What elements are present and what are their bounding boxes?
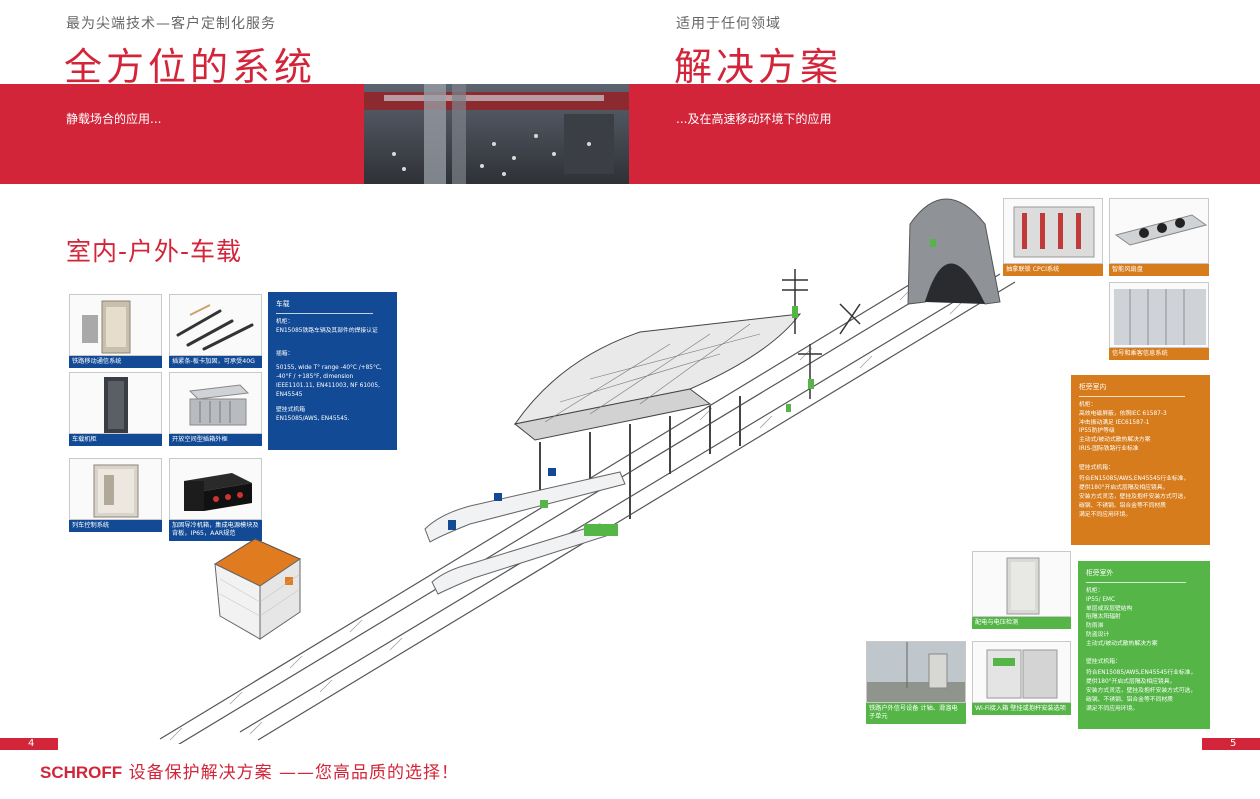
outdoor-panel: 柜旁室外 机柜： IP55/ EMC 单层或双层壁结构 阻隔太阳辐射 防雨淋 防…: [1078, 561, 1210, 729]
vehicle-heading: 车载: [276, 300, 290, 308]
station-photo: [364, 84, 629, 184]
outdoor-line: 单层或双层壁结构: [1086, 605, 1133, 612]
cpci-system-image: [1003, 198, 1103, 264]
indoor-panel: 柜旁室内 机柜： 高效电磁屏蔽，依照IEC 61587-3 冲击振动满足 IEC…: [1071, 375, 1210, 545]
outdoor-line: 防雨淋: [1086, 623, 1104, 630]
indoor-wall-line: 提供180°开启式层隔及相应镜具，: [1079, 485, 1169, 492]
product-card: 信号和乘客信息系统: [1109, 282, 1209, 361]
indoor-heading: 柜旁室内: [1079, 383, 1107, 391]
outdoor-wall-heading: 壁挂式机箱：: [1086, 659, 1121, 666]
vehicle-wall-text: EN15085/AWS, EN45545.: [276, 416, 350, 423]
footer-slogan: 设备保护解决方案 ——您高品质的选择！: [128, 763, 459, 783]
cabinet-image: [69, 294, 162, 356]
indoor-line: 高效电磁屏蔽，依照IEC 61587-3: [1079, 410, 1167, 417]
track-upper: [159, 253, 979, 744]
left-kicker: 最为尖端技术—客户定制化服务: [66, 16, 276, 32]
outdoor-wall-line: 符合EN15085/AWS,EN45545行业标准，: [1086, 670, 1197, 677]
outdoor-line: IP55/ EMC: [1086, 596, 1116, 603]
product-card: 配电与电压检测: [972, 551, 1071, 630]
footer: SCHROFF 设备保护解决方案 ——您高品质的选择！: [40, 758, 459, 783]
product-card: 车载机柜: [69, 372, 162, 447]
product-card: 铁路移动通信系统: [69, 294, 162, 369]
indoor-wall-line: 碳钢、不锈钢、铝合金等不同材质: [1079, 503, 1166, 510]
left-title: 全方位的系统: [64, 45, 317, 89]
vehicle-chassis-heading: 插箱：: [276, 350, 294, 357]
product-card: 智能风扇盘: [1109, 198, 1209, 277]
wayside-hut: [213, 538, 302, 640]
product-caption: 加固导冷机箱，集成电源模块及背板，IP65，AAR规范: [169, 520, 262, 541]
vehicle-chassis-text: 50155, wide T° range -40°C /+85°C, -40°F…: [276, 365, 382, 399]
tunnel: [907, 198, 1001, 305]
indoor-wall-line: 满足不同应用环境。: [1079, 512, 1132, 519]
indoor-wall-line: 符合EN15085/AWS,EN45545行业标准，: [1079, 476, 1190, 483]
brand-logo: SCHROFF: [40, 763, 123, 782]
vehicle-cabinet-image: [69, 372, 162, 434]
rugged-chassis-image: [169, 458, 262, 520]
outdoor-wall-line: 安装方式灵活，壁挂及抱杆安装方式可选，: [1086, 688, 1197, 695]
right-title: 解决方案: [674, 45, 843, 89]
outdoor-wall-line: 碳钢、不锈钢、铝合金等不同材质: [1086, 697, 1173, 704]
right-band-text: ...及在高速移动环境下的应用: [676, 112, 832, 126]
section-title: 室内-户外-车载: [66, 237, 243, 266]
product-card: 铁路户外信号设备 计轴、滑溜电子单元: [866, 641, 966, 724]
trackside-cabinet-image: [866, 641, 966, 703]
product-caption: 车载机柜: [69, 434, 162, 447]
indoor-line: IRIS-国际铁路行业标准: [1079, 446, 1139, 453]
control-cabinet-image: [69, 458, 162, 520]
product-caption: 铁路移动通信系统: [69, 356, 162, 369]
right-kicker: 适用于任何领域: [676, 16, 781, 32]
product-card: 插紧条-板卡加固，可承受40G: [169, 294, 262, 369]
indoor-line: IP55防护等级: [1079, 428, 1115, 435]
outdoor-line: 主动式/被动式散热解决方案: [1086, 641, 1158, 648]
signal-masts: [782, 269, 861, 399]
product-card: 抽拿联锁 CPCI系统: [1003, 198, 1103, 277]
train-lower: [431, 500, 618, 595]
product-caption: 铁路户外信号设备 计轴、滑溜电子单元: [866, 703, 966, 724]
indoor-cabinet-heading: 机柜：: [1079, 401, 1097, 408]
outdoor-heading: 柜旁室外: [1086, 569, 1114, 577]
red-banner: [0, 84, 1260, 184]
right-page-number: 5: [1202, 738, 1260, 750]
card-retainer-image: [169, 294, 262, 356]
wifi-box-image: [972, 641, 1071, 703]
outdoor-line: 防盗设计: [1086, 632, 1110, 639]
vehicle-cabinet-text: EN15085铁路车辆及其部件的焊接认证: [276, 327, 378, 334]
left-page-number: 4: [0, 738, 58, 750]
product-card: Wi-Fi接入箱 壁挂或抱杆安装选项: [972, 641, 1071, 716]
track-lower: [239, 273, 1016, 741]
subrack-image: [169, 372, 262, 434]
fan-tray-image: [1109, 198, 1209, 264]
product-card: 加固导冷机箱，集成电源模块及背板，IP65，AAR规范: [169, 458, 262, 541]
railway-illustration: [159, 198, 1016, 744]
product-caption: 配电与电压检测: [972, 617, 1071, 630]
product-caption: 智能风扇盘: [1109, 264, 1209, 277]
product-caption: 信号和乘客信息系统: [1109, 348, 1209, 361]
indoor-wall-line: 安装方式灵活，壁挂及抱杆安装方式可选，: [1079, 494, 1190, 501]
left-band-text: 静载场合的应用...: [66, 112, 162, 126]
product-caption: 插紧条-板卡加固，可承受40G: [169, 356, 262, 369]
product-card: 开放空间型插箱外框: [169, 372, 262, 447]
outdoor-cabinet-heading: 机柜：: [1086, 587, 1104, 594]
vehicle-wall-heading: 壁挂式机箱: [276, 407, 305, 414]
indoor-line: 冲击振动满足 IEC61587-1: [1079, 419, 1150, 426]
product-caption: 抽拿联锁 CPCI系统: [1003, 264, 1103, 277]
train-upper: [424, 468, 626, 543]
indoor-line: 主动式/被动式散热解决方案: [1079, 437, 1151, 444]
outdoor-wall-line: 满足不同应用环境。: [1086, 706, 1139, 713]
vehicle-cabinet-heading: 机柜：: [276, 318, 294, 325]
vehicle-panel: 车载 机柜： EN15085铁路车辆及其部件的焊接认证 插箱： 50155, w…: [268, 292, 397, 450]
outdoor-line: 阻隔太阳辐射: [1086, 614, 1121, 621]
product-caption: 开放空间型插箱外框: [169, 434, 262, 447]
product-card: 列车控制系统: [69, 458, 162, 533]
indoor-wall-heading: 壁挂式机箱：: [1079, 465, 1114, 472]
product-caption: 列车控制系统: [69, 520, 162, 533]
outdoor-cabinet-image: [972, 551, 1071, 617]
cabinet-rows-image: [1109, 282, 1209, 348]
outdoor-wall-line: 提供180°开启式层隔及相应镜具，: [1086, 679, 1176, 686]
product-caption: Wi-Fi接入箱 壁挂或抱杆安装选项: [972, 703, 1071, 716]
platform-canopy: [513, 313, 802, 519]
